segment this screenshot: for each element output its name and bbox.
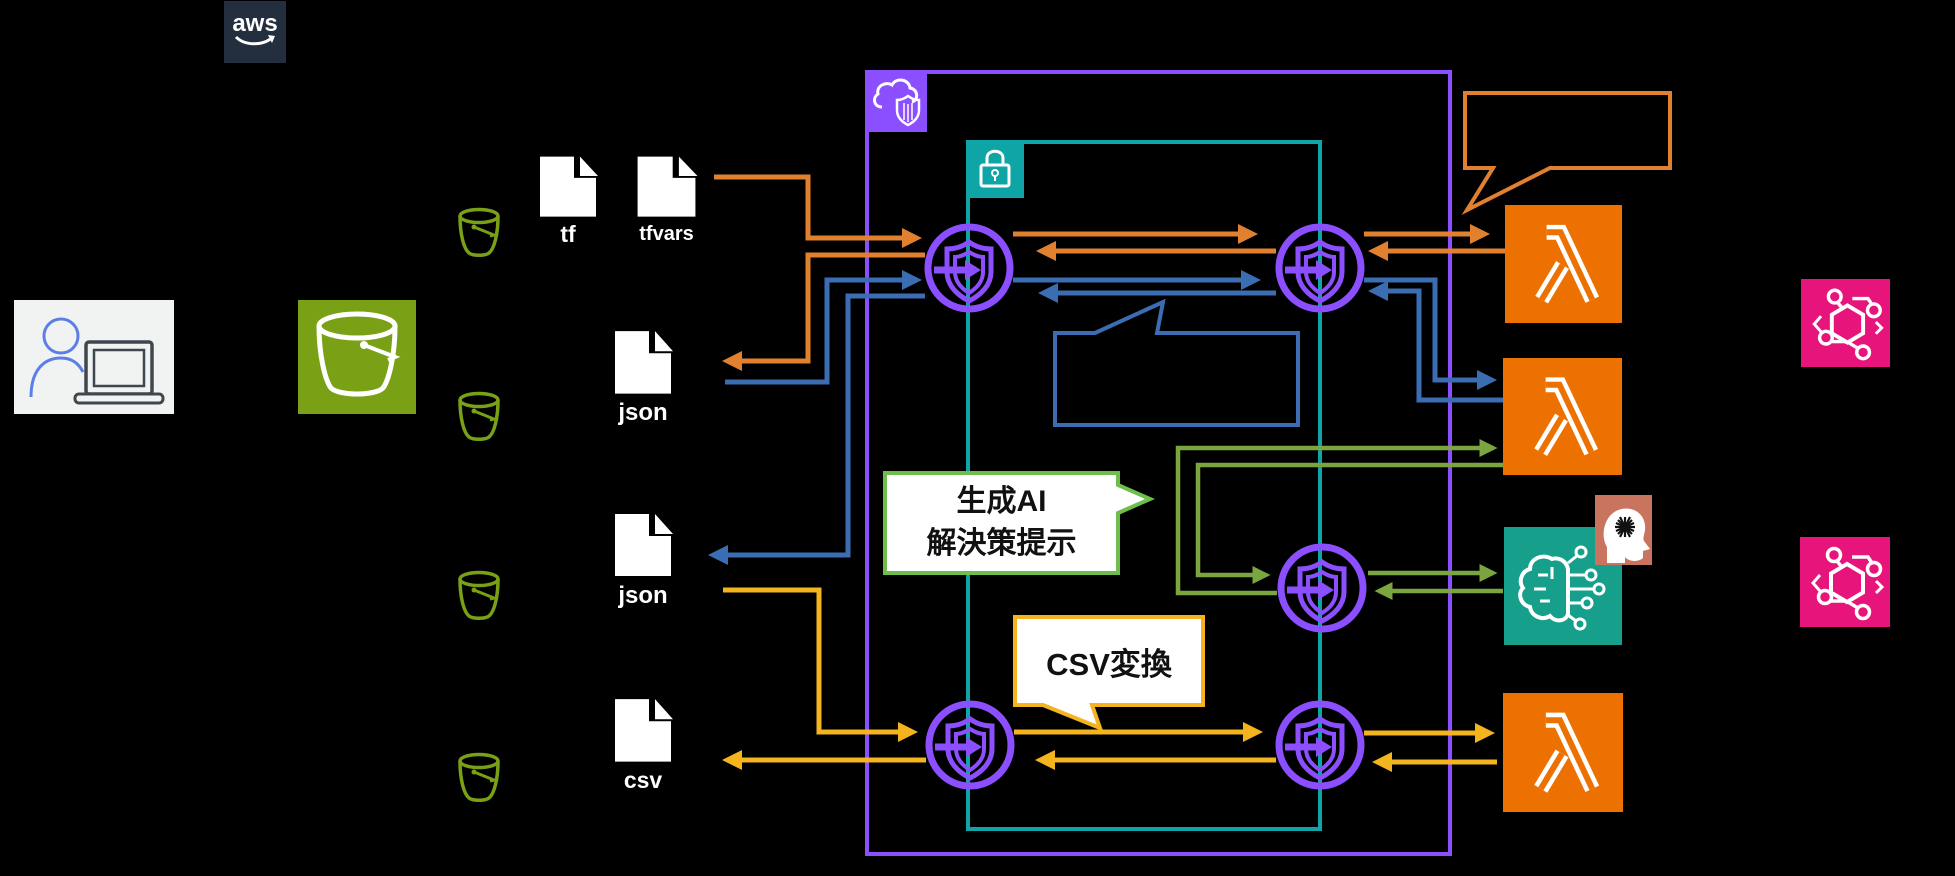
csv-callout-bubble <box>1013 615 1205 732</box>
arrow-vpce1-to-json1-orange <box>722 252 925 371</box>
genai-callout-line1: 生成AI <box>956 485 1047 518</box>
arrow-vpce2-to-lambda2 <box>1364 277 1497 390</box>
aws-logo: aws <box>224 1 286 63</box>
csv-callout-label: CSV変換 <box>1046 646 1172 682</box>
aws-logo-label: aws <box>232 10 278 37</box>
pink-hexagon-service-icon-2 <box>1800 537 1890 627</box>
vpc-endpoint-icon-3 <box>1274 540 1370 636</box>
file-icon-tfvars: tfvars <box>619 147 714 263</box>
file-icon-csv: csv <box>597 689 689 810</box>
vpc-endpoint-icon-4 <box>922 697 1018 793</box>
arrow-lambda2-to-vpce2 <box>1368 281 1503 403</box>
genai-callout-text: 生成AI 解決策提示 <box>885 473 1118 573</box>
lambda-icon-2 <box>1503 358 1622 475</box>
file-icon-tf: tf <box>522 147 614 263</box>
genai-callout-line2: 解決策提示 <box>926 527 1077 560</box>
file-icon-json1: json <box>597 321 689 442</box>
user-laptop-icon <box>14 300 174 414</box>
vpc-endpoint-icon-5 <box>1272 697 1368 793</box>
file-label: tf <box>560 221 576 247</box>
arrow-json2-to-vpce4 <box>723 587 918 742</box>
genai-callout-bubble <box>883 471 1155 575</box>
ai-head-icon <box>1595 495 1652 565</box>
s3-bucket-icon <box>298 300 416 414</box>
lambda-icon-3 <box>1503 693 1623 812</box>
bucket-icon-csv <box>455 752 503 804</box>
lambda-icon-1 <box>1505 205 1622 323</box>
pink-hexagon-service-icon-1 <box>1801 279 1890 367</box>
file-label: json <box>618 582 668 609</box>
file-label: tfvars <box>639 223 694 245</box>
aws-smile-icon <box>234 35 275 46</box>
arrow-tfvars-to-vpce1 <box>713 174 922 248</box>
arrow-vpce1-to-json2 <box>708 293 925 565</box>
file-label: csv <box>623 767 663 793</box>
bucket-icon-json2 <box>455 570 503 622</box>
private-subnet-lock-icon <box>966 140 1024 198</box>
vpc-cloud-shield-icon <box>865 70 927 132</box>
arrow-vpce3-to-lambda2 <box>1175 439 1498 596</box>
vpc-endpoint-icon-1 <box>921 220 1017 316</box>
file-icon-json2: json <box>597 504 689 624</box>
orange-callout-bubble <box>1461 91 1672 215</box>
file-label: json <box>618 399 668 426</box>
bucket-icon-json1 <box>455 391 503 443</box>
arrow-lambda2-to-vpce3 <box>1195 462 1503 584</box>
arrow-json1-to-vpce1 <box>725 270 922 385</box>
vpc-endpoint-icon-2 <box>1272 220 1368 316</box>
csv-callout-text: CSV変換 <box>1015 617 1203 705</box>
bucket-icon-tf <box>455 207 503 259</box>
blue-callout-bubble <box>1053 298 1300 427</box>
